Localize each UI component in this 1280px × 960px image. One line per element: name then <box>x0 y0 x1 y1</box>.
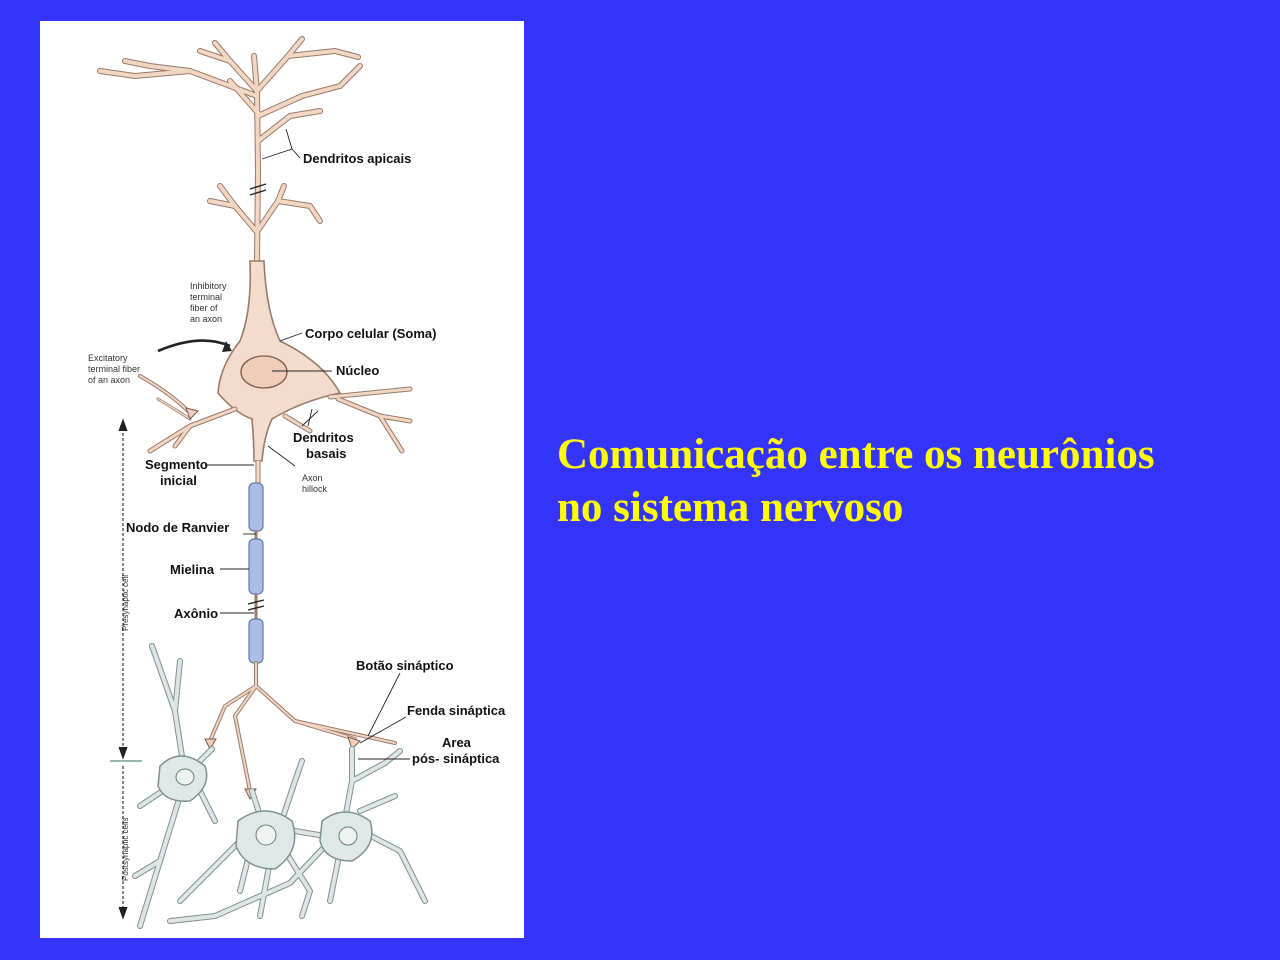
svg-text:basais: basais <box>306 446 346 461</box>
label-axon-hillock: Axon hillock <box>302 473 328 494</box>
slide-title: Comunicação entre os neurônios no sistem… <box>557 428 1272 534</box>
label-dendritos-apicais: Dendritos apicais <box>303 151 411 166</box>
myelin-segment <box>248 538 264 595</box>
slide-title-line-2: no sistema nervoso <box>557 484 904 531</box>
label-excitatory-terminal: Excitatory terminal fiber of an axon <box>88 353 140 385</box>
svg-text:fiber of: fiber of <box>190 303 218 313</box>
svg-text:inicial: inicial <box>160 473 197 488</box>
label-dendritos-basais: Dendritos basais <box>293 430 354 461</box>
label-nodo-de-ranvier: Nodo de Ranvier <box>126 520 229 535</box>
myelin-segment <box>248 482 264 532</box>
label-botao-sinaptico: Botão sináptico <box>356 658 454 673</box>
svg-text:an axon: an axon <box>190 314 222 324</box>
neuron-diagram: Presynaptic cell Postsynaptic cells Dend… <box>40 21 524 938</box>
label-corpo-celular: Corpo celular (Soma) <box>305 326 436 341</box>
postsynaptic-cells-label: Postsynaptic cells <box>121 817 130 881</box>
svg-text:pós- sináptica: pós- sináptica <box>412 751 500 766</box>
label-axonio: Axônio <box>174 606 218 621</box>
svg-text:Axon: Axon <box>302 473 323 483</box>
svg-text:Dendritos: Dendritos <box>293 430 354 445</box>
label-inhibitory-terminal: Inhibitory terminal fiber of an axon <box>190 281 227 324</box>
myelin-segment <box>248 618 264 664</box>
svg-text:Area: Area <box>442 735 472 750</box>
leader-lines <box>205 128 410 760</box>
svg-text:terminal: terminal <box>190 292 222 302</box>
svg-text:hillock: hillock <box>302 484 328 494</box>
slide-title-line-1: Comunicação entre os neurônios <box>557 431 1155 478</box>
svg-text:Excitatory: Excitatory <box>88 353 128 363</box>
presynaptic-neuron <box>97 36 413 801</box>
svg-text:Segmento: Segmento <box>145 457 208 472</box>
label-area-pos-sinaptica: Area pós- sináptica <box>412 735 500 766</box>
svg-text:of an axon: of an axon <box>88 375 130 385</box>
label-segmento-inicial: Segmento inicial <box>145 457 208 488</box>
presynaptic-cell-label: Presynaptic cell <box>121 575 130 631</box>
nucleus <box>240 355 288 389</box>
svg-text:terminal fiber: terminal fiber <box>88 364 140 374</box>
label-nucleo: Núcleo <box>336 363 379 378</box>
svg-text:Inhibitory: Inhibitory <box>190 281 227 291</box>
label-mielina: Mielina <box>170 562 215 577</box>
incoming-terminals <box>138 339 232 421</box>
postsynaptic-cells <box>132 643 428 929</box>
cell-range-brackets <box>110 418 142 920</box>
label-fenda-sinaptica: Fenda sináptica <box>407 703 506 718</box>
